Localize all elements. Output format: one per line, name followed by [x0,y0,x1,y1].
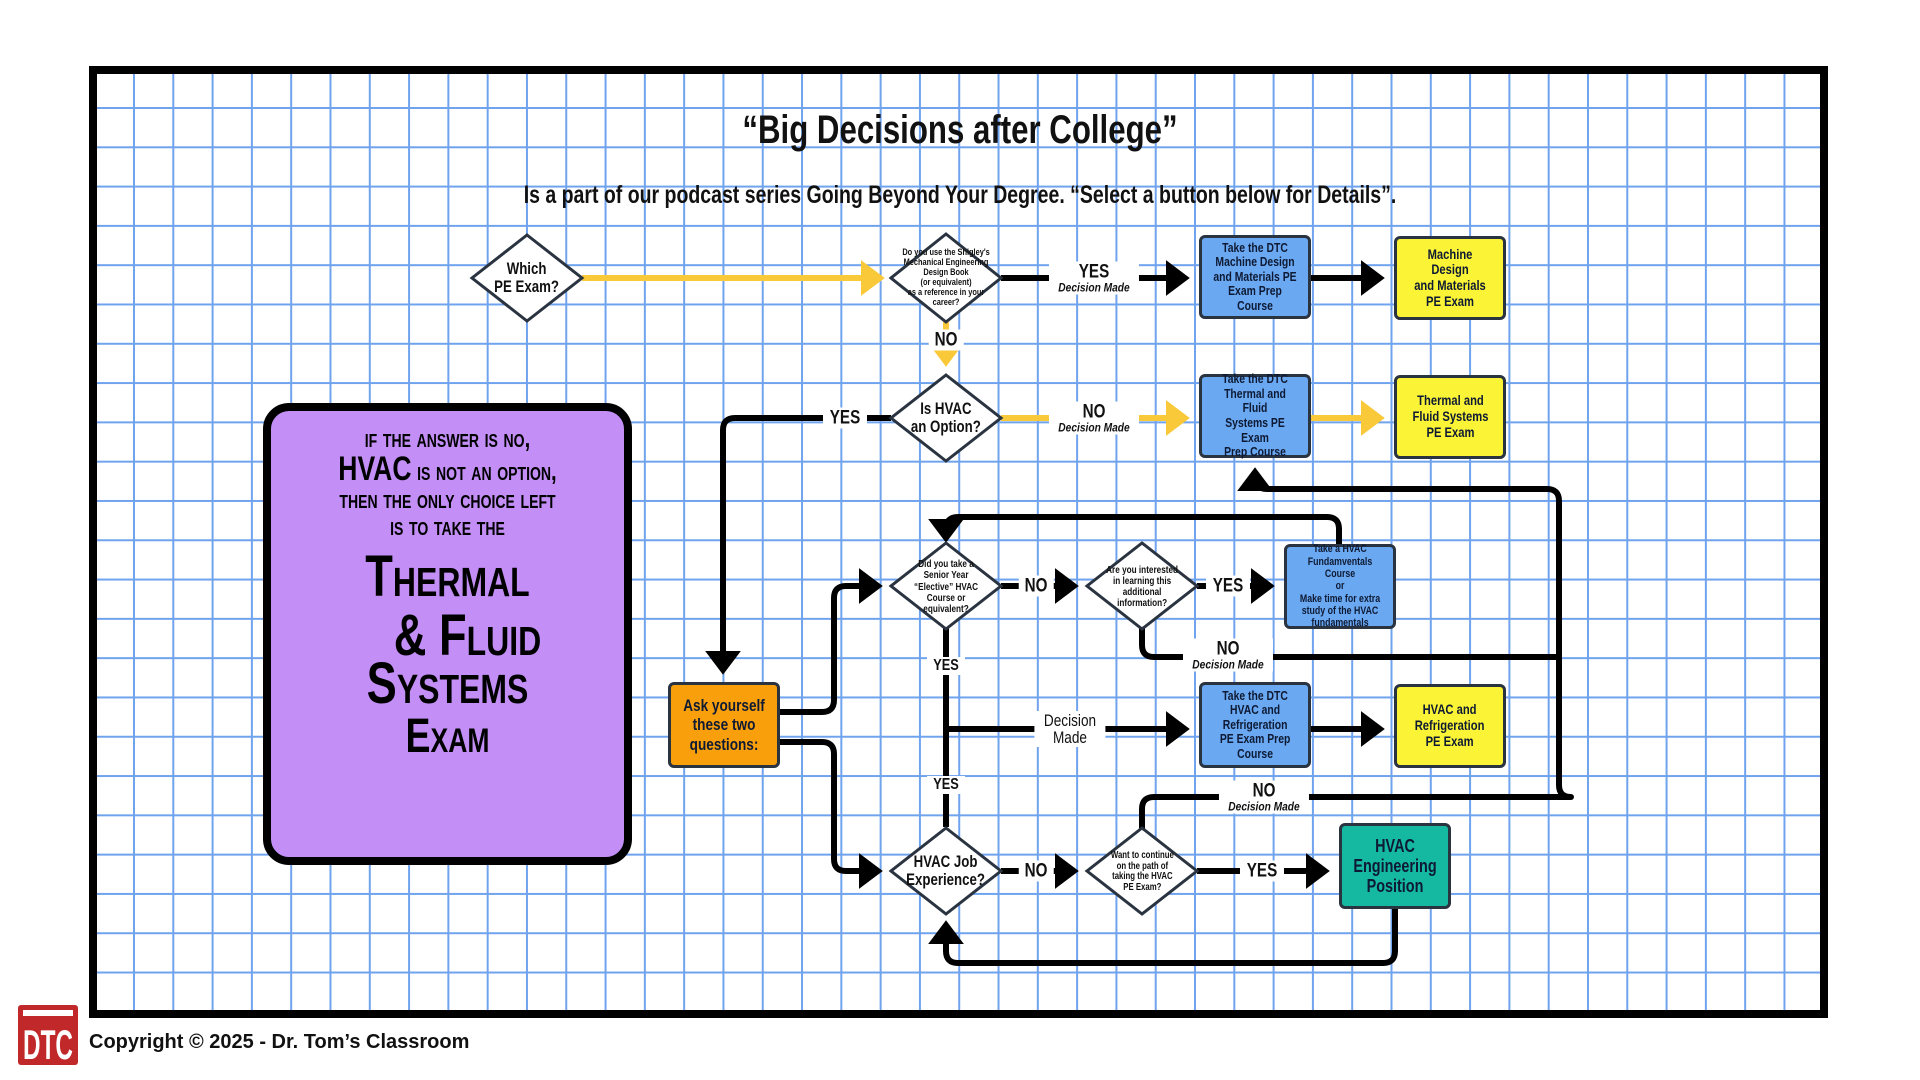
callout-big-2: & Fluid [393,603,542,669]
arrow-position-loop [928,909,1398,966]
diamond-senior-elective [888,541,1004,631]
page-title: “Big Decisions after College” [742,108,1178,152]
callout-line-2: HVAC is not an option, [338,449,557,488]
decision-hvac-option[interactable]: Is HVAC an Option? [911,399,981,436]
button-tfs-pe-exam[interactable]: Thermal and Fluid Systems PE Exam [1394,375,1506,459]
arrow-fund-loop-back [928,514,1342,544]
diamond-which-pe [469,233,585,323]
arrow-interested-no [1139,628,1559,660]
label-yes: YES [1239,860,1285,882]
arrow-hvac-yes [705,415,891,675]
dtc-logo: DTC [18,1005,78,1068]
button-hvacr-prep-course[interactable]: Take the DTC HVAC and Refrigeration PE E… [1199,682,1311,768]
button-tfs-prep-course[interactable]: Take the DTC Thermal and Fluid Systems P… [1199,372,1311,459]
label-yes: YES [1205,575,1251,597]
decision-senior-elective[interactable]: Did you take a Senior Year “Elective” HV… [913,558,979,615]
diamond-hvac-option [888,373,1004,463]
decision-which-pe-exam[interactable]: Which PE Exam? [494,259,560,296]
decision-continue-path[interactable]: Want to continue on the path of taking t… [1110,850,1174,893]
label-no: NO [1018,860,1054,882]
callout-big-4: Exam [405,709,490,763]
label-no: NO [928,329,964,351]
decision-shigley[interactable]: Do you use the Shigley's Mechanical Engi… [902,247,990,308]
arrow-right-loop [1237,467,1574,800]
button-hvac-fundamentals[interactable]: Take a HVAC Fundamventals Course or Make… [1284,543,1396,629]
arrow-ask-to-senior [779,568,883,715]
button-md-prep-course[interactable]: Take the DTC Machine Design and Material… [1199,235,1311,319]
callout-line-4: is to take the [390,510,505,541]
arrow-continue-no [1139,794,1559,829]
label-yes: YES [926,776,966,794]
diamond-shigley [888,232,1004,324]
copyright-text: Copyright © 2025 - Dr. Tom’s Classroom [89,1031,470,1053]
label-yes: YES [822,407,868,429]
button-hvacr-pe-exam[interactable]: HVAC and Refrigeration PE Exam [1394,684,1506,768]
diamond-continue [1084,826,1200,916]
arrow-ask-to-job [779,739,883,889]
button-ask-yourself[interactable]: Ask yourself these two questions: [668,682,780,768]
callout-big-1: Thermal [365,544,530,610]
diamond-interested [1084,541,1200,631]
callout-line-3: then the only choice left [339,484,556,515]
decision-hvac-job[interactable]: HVAC Job Experience? [906,852,986,889]
callout-big-3: Systems [366,650,529,716]
page-subtitle: Is a part of our podcast series Going Be… [523,181,1397,209]
callout-line-1: If the answer is no, [364,423,531,453]
diamond-hvac-job [888,826,1004,916]
svg-text:DTC: DTC [23,1021,73,1065]
button-md-pe-exam[interactable]: Machine Design and Materials PE Exam [1394,236,1506,320]
decision-interested[interactable]: Are you interested in learning this addi… [1106,563,1178,610]
label-no: NO [1018,575,1054,597]
label-yes: YES [926,657,966,675]
button-hvac-engineering-position[interactable]: HVAC Engineering Position [1339,823,1451,909]
callout-thermal-fluid[interactable]: If the answer is no, HVAC is not an opti… [263,403,632,865]
